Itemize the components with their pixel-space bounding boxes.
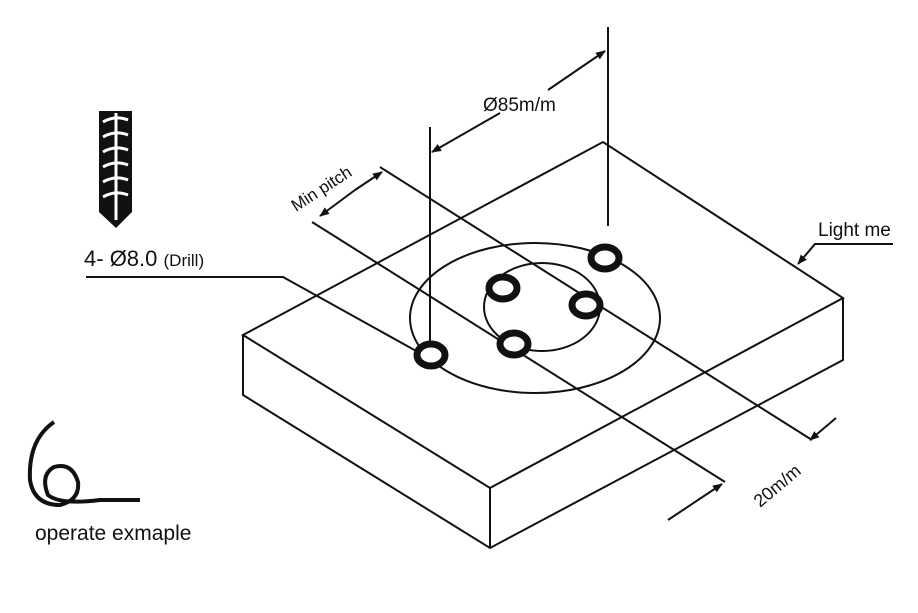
pcd-diameter-label: Ø85m/m xyxy=(483,95,556,116)
min-pitch-arrow xyxy=(354,171,383,191)
drill-leader xyxy=(86,276,419,353)
hole-count: 4- xyxy=(84,246,104,271)
hole-method: (Drill) xyxy=(164,251,205,270)
spiral-chip-icon xyxy=(27,420,140,508)
holes xyxy=(413,243,623,370)
hole-spec-label: 4- Ø8.0 (Drill) xyxy=(84,246,204,271)
material-label: Light me xyxy=(818,220,891,241)
hole xyxy=(485,273,521,303)
hole xyxy=(568,290,604,320)
hole xyxy=(587,243,623,273)
hole-diameter: Ø8.0 xyxy=(110,246,158,271)
hole xyxy=(413,340,449,370)
hole xyxy=(496,329,532,359)
pcd-dimension-arrow xyxy=(431,112,501,153)
example-caption: operate exmaple xyxy=(35,522,191,545)
min-pitch-label: Min pitch xyxy=(288,162,355,215)
metal-block xyxy=(241,140,845,550)
edge-distance-label: 20m/m xyxy=(750,460,805,511)
material-leader xyxy=(797,243,893,265)
drill-bit-icon xyxy=(99,111,132,228)
pitch-circle-outer xyxy=(409,242,661,394)
edge-distance-arrow xyxy=(667,483,723,521)
